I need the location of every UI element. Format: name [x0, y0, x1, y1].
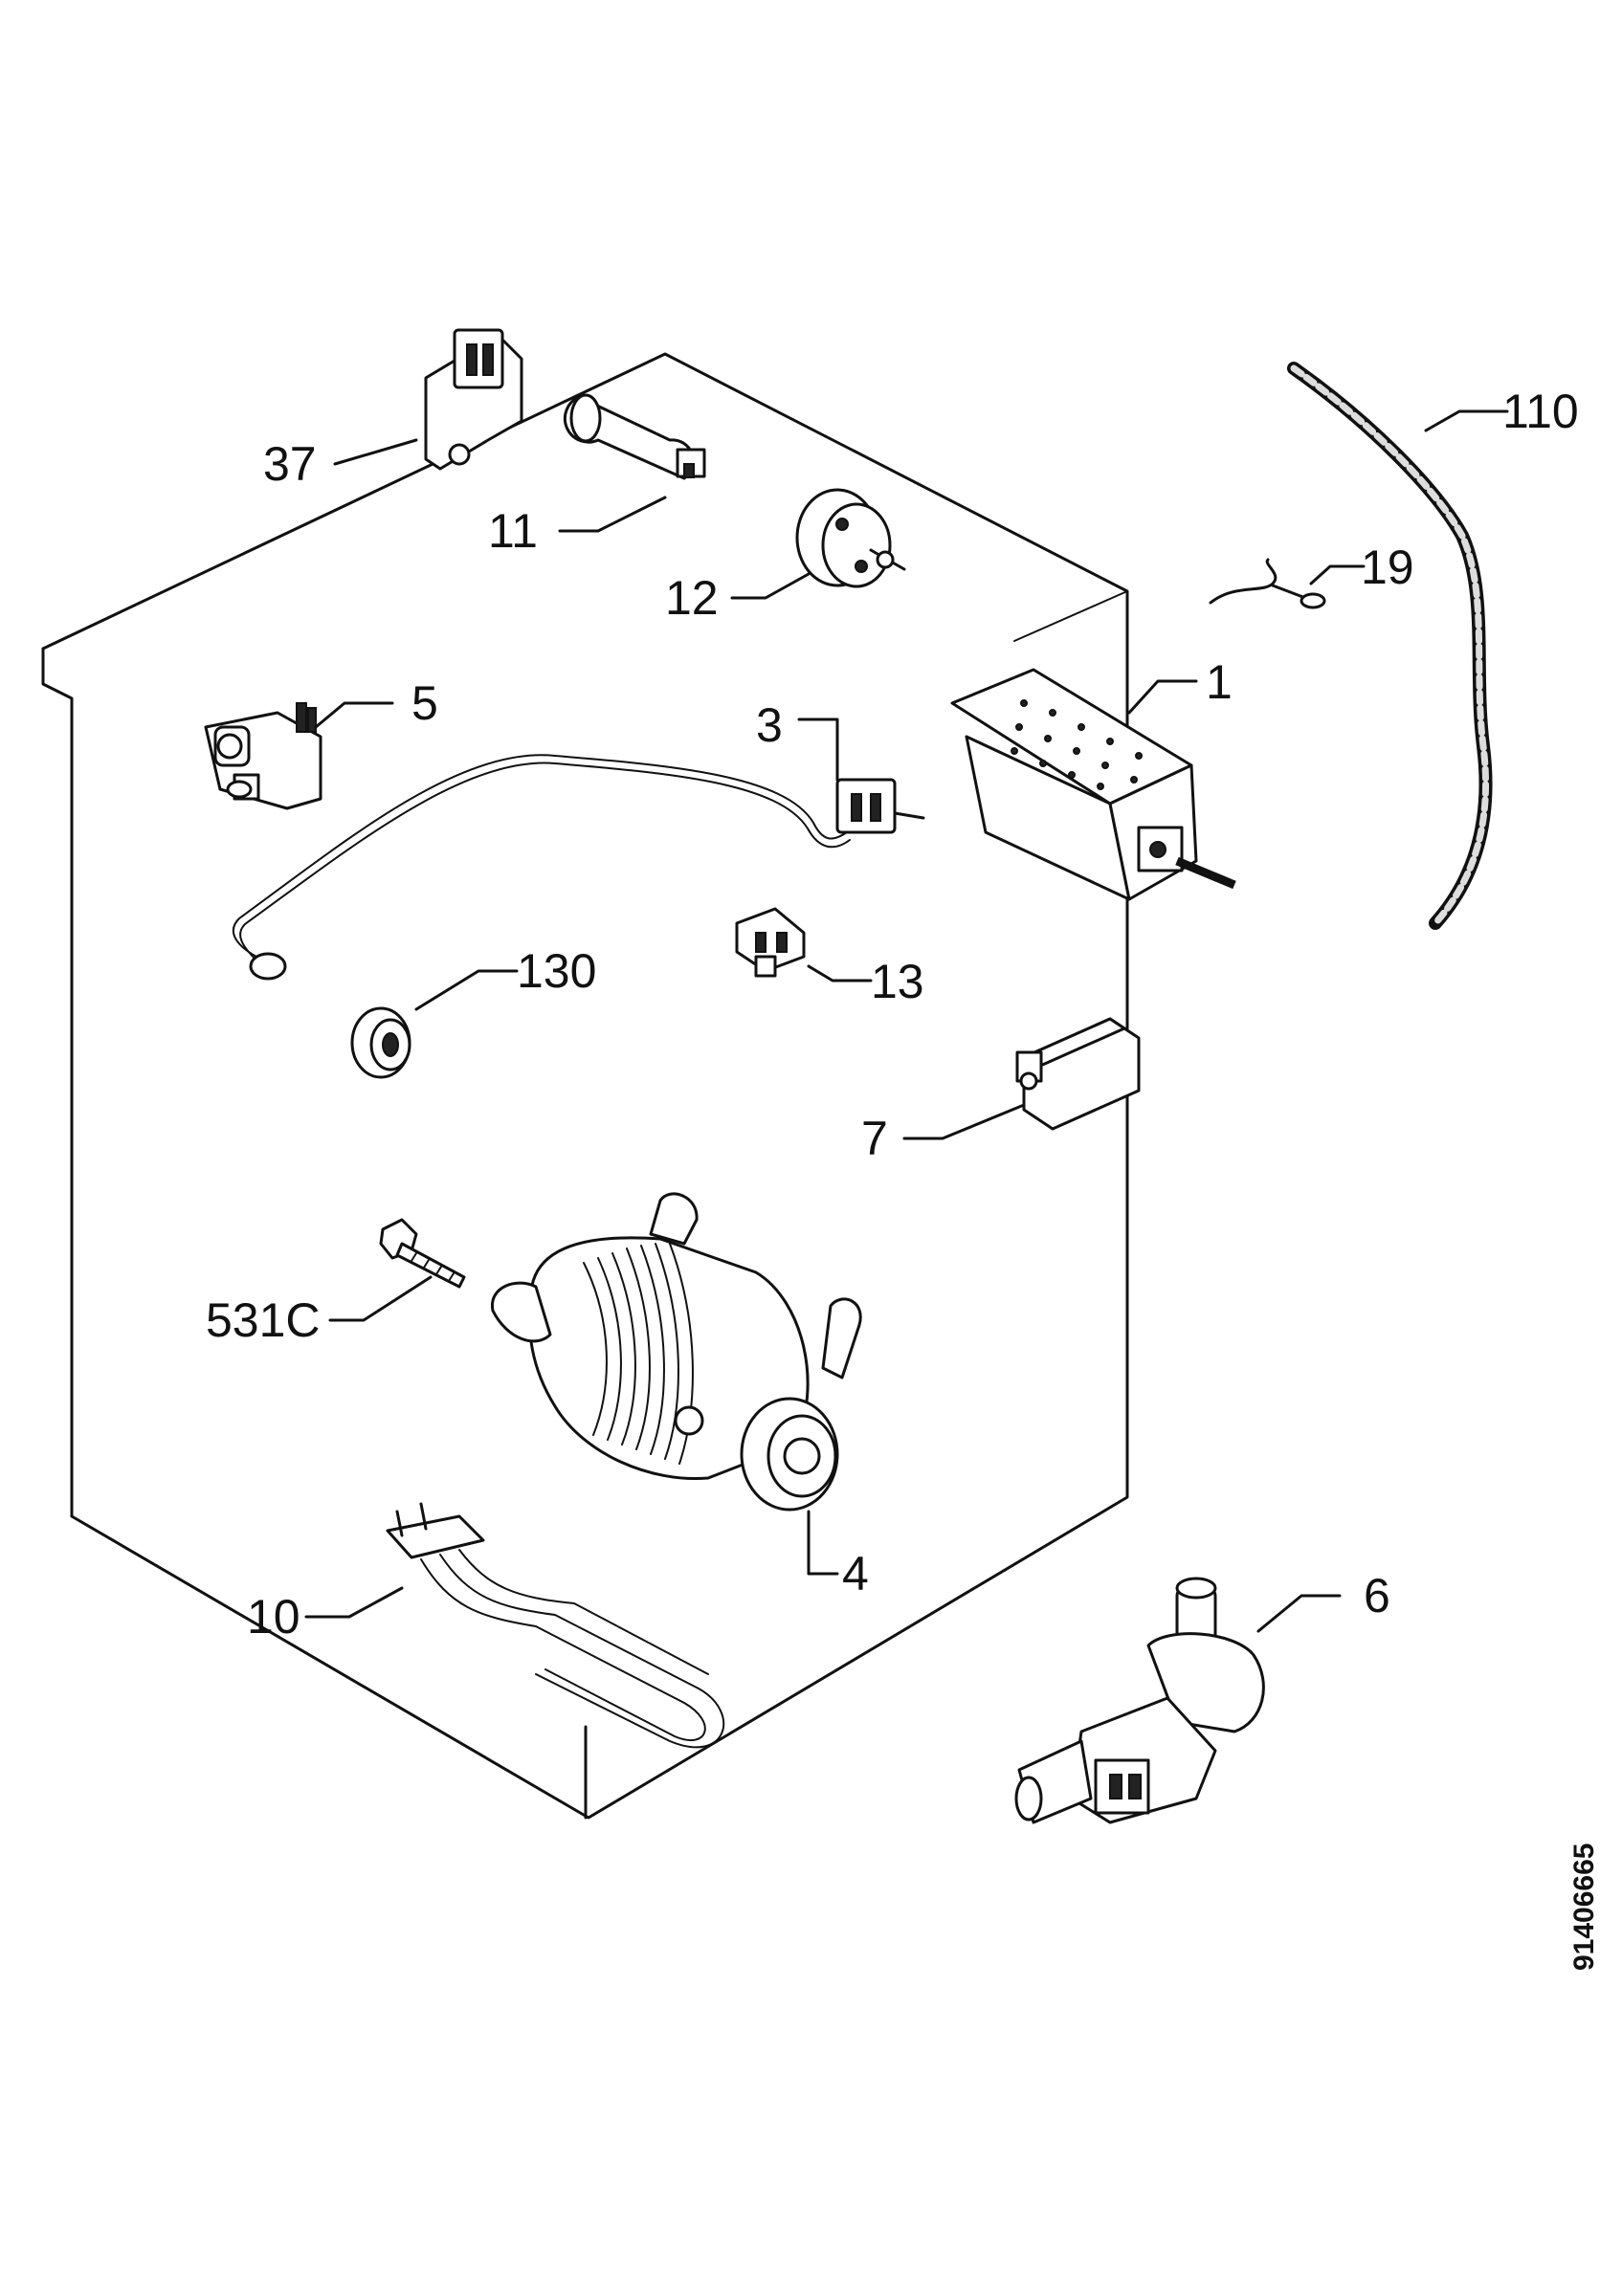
label-6: 6 — [1364, 1569, 1390, 1623]
part-531c-screw[interactable] — [379, 1218, 466, 1289]
part-10-heater[interactable] — [386, 1502, 724, 1749]
leader-10 — [304, 1586, 404, 1619]
label-110: 110 — [1502, 385, 1579, 438]
label-12: 12 — [665, 571, 719, 625]
label-11: 11 — [488, 504, 538, 558]
leader-3 — [797, 718, 839, 782]
label-4: 4 — [842, 1547, 869, 1601]
label-10: 10 — [247, 1590, 300, 1644]
part-11-capacitor[interactable] — [563, 393, 706, 480]
label-5: 5 — [411, 676, 438, 730]
label-531c: 531C — [206, 1293, 321, 1347]
part-7-door-lock[interactable] — [1015, 1017, 1141, 1131]
part-13-connector[interactable] — [735, 907, 806, 978]
label-1: 1 — [1206, 655, 1233, 709]
leader-130 — [414, 969, 519, 1011]
part-19-clip[interactable] — [1209, 558, 1326, 609]
leader-110 — [1424, 409, 1509, 432]
label-37: 37 — [263, 437, 317, 491]
part-4-motor[interactable] — [491, 1192, 862, 1512]
leader-1 — [1127, 679, 1198, 715]
leader-12 — [730, 572, 811, 600]
leader-5 — [314, 701, 394, 729]
label-3: 3 — [756, 698, 783, 752]
part-37-bracket[interactable] — [424, 328, 523, 471]
part-12-pressure-switch[interactable] — [795, 488, 906, 588]
part-6-drain-pump[interactable] — [1014, 1577, 1265, 1824]
part-130-grommet[interactable] — [350, 1006, 411, 1079]
part-5-valve[interactable] — [204, 702, 322, 810]
part-110-hose[interactable] — [1287, 362, 1493, 930]
label-19: 19 — [1361, 541, 1414, 594]
leader-37 — [333, 438, 418, 466]
leader-19 — [1309, 564, 1366, 585]
leader-6 — [1256, 1594, 1342, 1633]
label-130: 130 — [517, 944, 596, 998]
cabinet-outline — [41, 352, 1129, 1820]
leader-11 — [558, 496, 667, 533]
part-3-thermostat[interactable] — [232, 754, 925, 981]
label-13: 13 — [871, 955, 924, 1008]
programmer-grid — [1011, 699, 1143, 790]
leader-4 — [807, 1510, 839, 1576]
leader-13 — [807, 964, 873, 982]
label-7: 7 — [861, 1112, 888, 1165]
drawing-code: 91406665 — [1568, 1843, 1600, 1971]
part-1-programmer[interactable] — [950, 668, 1236, 901]
leader-7 — [902, 1103, 1026, 1140]
leader-531c — [328, 1275, 433, 1322]
